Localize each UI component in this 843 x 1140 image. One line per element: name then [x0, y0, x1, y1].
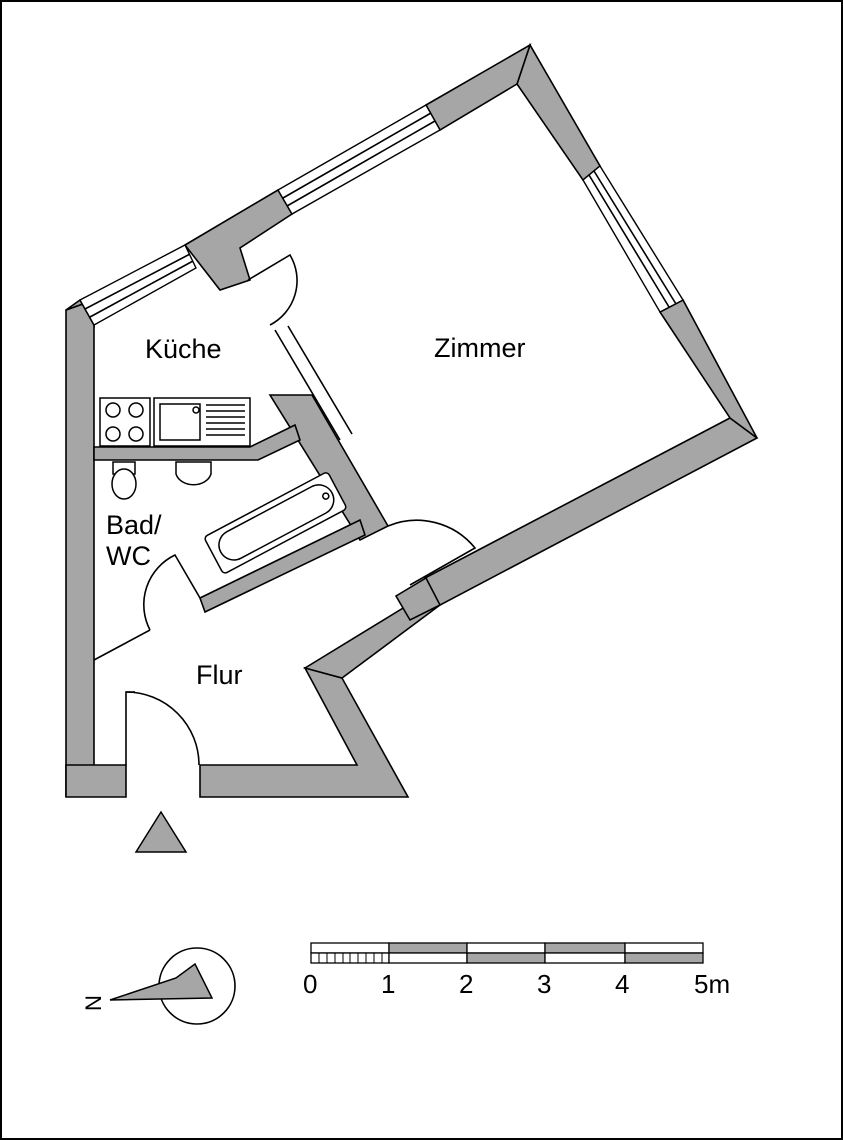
room-label-bath-line2: WC [106, 541, 151, 571]
compass-needle-icon [109, 962, 214, 1001]
door-zimmer[interactable] [387, 519, 477, 586]
door-kitchen[interactable] [247, 253, 298, 326]
room-label-zimmer: Zimmer [434, 333, 525, 363]
wall-bath-hall [199, 518, 366, 614]
wall-corner-block [394, 576, 442, 622]
scale-tick-4: 4 [615, 969, 629, 999]
room-label-kitchen: Küche [145, 334, 222, 364]
wall-left-exterior [65, 298, 95, 798]
scale-tick-5: 5m [694, 969, 730, 999]
room-label-flur: Flur [196, 660, 243, 690]
compass: N [81, 947, 236, 1025]
door-bathroom[interactable] [143, 553, 201, 631]
entrance-arrow-icon [134, 810, 188, 853]
bathtub [204, 472, 347, 574]
scale-tick-0: 0 [303, 969, 317, 999]
scale-tick-2: 2 [459, 969, 473, 999]
wall-kitchen-bath [93, 423, 301, 461]
room-label-bath-line1: Bad/ [106, 510, 162, 540]
scale-tick-1: 1 [381, 969, 395, 999]
compass-north-label: N [81, 995, 106, 1011]
wall-bottom-left [65, 764, 127, 798]
scale-tick-3: 3 [537, 969, 551, 999]
window-top-left [79, 244, 197, 326]
toilet [111, 461, 137, 500]
bathroom-sink [175, 461, 212, 486]
scale-bar: 0 1 2 3 4 5m [303, 942, 730, 999]
